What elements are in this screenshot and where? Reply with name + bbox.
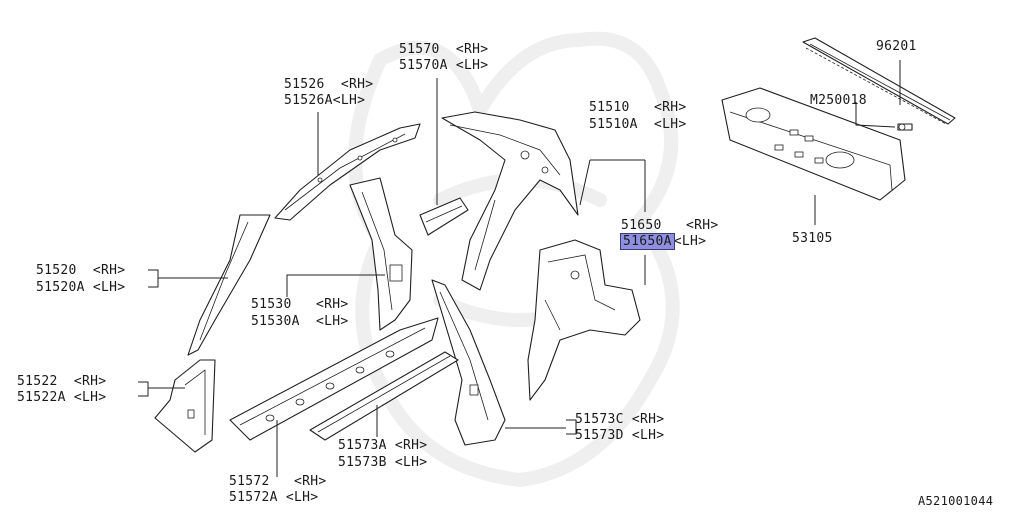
part-51510-quarter-inner[interactable] [441, 111, 579, 291]
part-51570-bracket[interactable] [419, 197, 469, 236]
label-51650[interactable]: 51650 <RH> [621, 218, 719, 233]
label-51522a[interactable]: 51522A <LH> [17, 390, 107, 405]
label-51570a[interactable]: 51570A <LH> [399, 58, 489, 73]
label-51520a[interactable]: 51520A <LH> [36, 280, 126, 295]
label-51572[interactable]: 51572 <RH> [229, 474, 327, 489]
label-96201[interactable]: 96201 [876, 39, 917, 54]
part-96201-strip[interactable] [802, 37, 956, 125]
part-51573a-sill-inner[interactable] [309, 351, 459, 441]
part-51520-pillar[interactable] [187, 214, 271, 356]
label-51573a[interactable]: 51573A <RH> [338, 438, 428, 453]
label-51573d[interactable]: 51573D <LH> [575, 428, 665, 443]
part-51650-wheel-house[interactable] [527, 239, 641, 401]
label-51570[interactable]: 51570 <RH> [399, 42, 489, 57]
label-51510[interactable]: 51510 <RH> [589, 100, 687, 115]
part-51573c-lower-pillar[interactable] [431, 279, 506, 446]
label-51572a[interactable]: 51572A <LH> [229, 490, 319, 505]
part-m250018-bolt[interactable] [897, 123, 913, 131]
leader-lines [138, 60, 901, 477]
label-m250018[interactable]: M250018 [810, 93, 867, 108]
label-51530a[interactable]: 51530A <LH> [251, 314, 349, 329]
label-51526[interactable]: 51526 <RH> [284, 77, 374, 92]
label-51520[interactable]: 51520 <RH> [36, 263, 126, 278]
part-51526-rail[interactable] [274, 123, 421, 221]
label-51526a[interactable]: 51526A<LH> [284, 93, 366, 108]
label-53105[interactable]: 53105 [792, 231, 833, 246]
part-51530-b-pillar[interactable] [349, 177, 413, 331]
label-51650a-highlighted[interactable]: 51650A [620, 233, 675, 250]
label-51650a-side: <LH> [673, 234, 707, 249]
label-51573b[interactable]: 51573B <LH> [338, 455, 428, 470]
label-51530[interactable]: 51530 <RH> [251, 297, 349, 312]
label-51573c[interactable]: 51573C <RH> [575, 412, 665, 427]
diagram-code: A521001044 [918, 494, 994, 508]
part-51522-lower-pillar[interactable] [154, 359, 216, 453]
part-51572-sill[interactable] [229, 317, 439, 441]
part-53105-rear-shelf[interactable] [721, 87, 906, 201]
label-51522[interactable]: 51522 <RH> [17, 374, 107, 389]
label-51650a-row: 51650A<LH> [620, 233, 707, 250]
label-51510a[interactable]: 51510A <LH> [589, 117, 687, 132]
